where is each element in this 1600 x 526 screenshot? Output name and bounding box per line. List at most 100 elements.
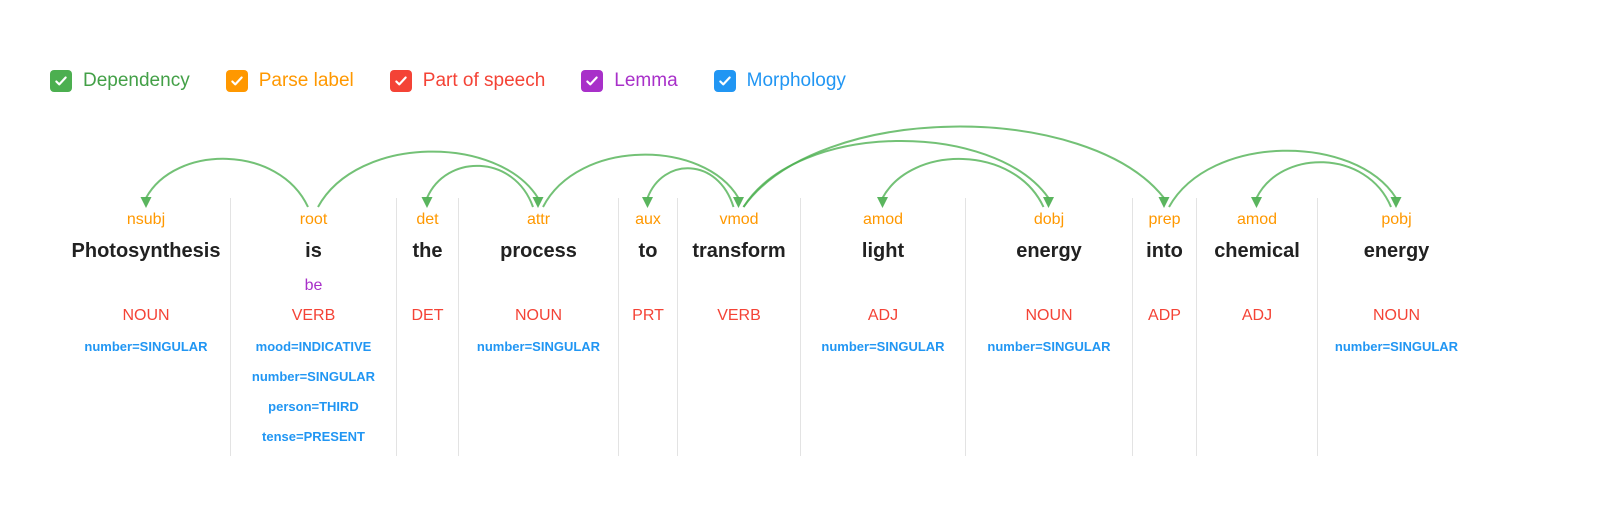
token-pos: ADP [1148,307,1181,324]
checkmark-icon [395,76,407,86]
checkmark-icon [55,76,67,86]
parse-label: amod [862,211,904,228]
token-word: is [305,240,322,262]
token-word: transform [692,240,786,262]
morphology-line: number=SINGULAR [476,339,601,354]
token-morphology [397,334,458,454]
morphology-line [966,364,1132,394]
morphology-line [678,424,800,454]
token-lemma [619,272,677,304]
morphology-line [459,394,618,424]
token-column-0: nsubj Photosynthesis NOUN number=SINGULA… [62,198,230,456]
legend: Dependency Parse label Part of speech Le… [50,70,846,92]
legend-label-morphology: Morphology [746,70,846,91]
legend-item-part-of-speech[interactable]: Part of speech [389,70,546,92]
morphology-line [619,364,677,394]
token-lemma [459,272,618,304]
legend-item-parse-label[interactable]: Parse label [225,70,354,92]
morphology-line [1318,394,1475,424]
legend-label-part-of-speech: Part of speech [422,70,546,91]
morphology-line [619,334,677,364]
token-column-3: attr process NOUN number=SINGULAR [458,198,618,456]
token-lemma [62,272,230,304]
morphology-line: tense=PRESENT [262,429,365,444]
token-morphology: number=SINGULAR [62,334,230,454]
token-pos: ADJ [867,307,899,324]
token-word: into [1146,240,1183,262]
token-pos: NOUN [1372,307,1421,324]
morphology-line [1133,394,1196,424]
checkbox-parse-label[interactable] [225,70,248,92]
morphology-line: person=THIRD [268,399,359,414]
morphology-line: number=SINGULAR [987,339,1111,354]
token-lemma [1197,272,1317,304]
morphology-line: number=SINGULAR [251,369,376,384]
legend-item-lemma[interactable]: Lemma [581,70,678,92]
morphology-line [62,394,230,424]
token-column-10: pobj energy NOUN number=SINGULAR [1317,198,1475,456]
morphology-line [619,394,677,424]
legend-label-lemma: Lemma [614,70,678,91]
parse-label: det [416,211,439,228]
token-pos: VERB [291,307,336,324]
token-pos: ADJ [1241,307,1273,324]
morphology-line [1318,424,1475,454]
token-pos: NOUN [514,307,563,324]
parse-label: vmod [719,211,759,228]
legend-item-dependency[interactable]: Dependency [50,70,190,92]
token-morphology [619,334,677,454]
token-word: chemical [1214,240,1300,262]
morphology-line: mood=INDICATIVE [255,339,372,354]
morphology-line [1197,364,1317,394]
morphology-line [397,364,458,394]
token-morphology: number=SINGULAR [1318,334,1475,454]
token-morphology: number=SINGULAR [966,334,1132,454]
morphology-line [397,424,458,454]
parse-label: aux [635,211,661,228]
token-word: Photosynthesis [71,240,221,262]
token-word: energy [1016,240,1082,262]
checkbox-part-of-speech[interactable] [389,70,412,92]
token-pos: PRT [632,307,664,324]
checkmark-icon [718,76,731,86]
morphology-line [801,394,965,424]
legend-item-morphology[interactable]: Morphology [713,70,846,92]
token-morphology [678,334,800,454]
token-word: the [412,240,443,262]
legend-label-parse-label: Parse label [258,70,354,91]
token-column-4: aux to PRT [618,198,677,456]
morphology-line [1133,364,1196,394]
token-pos: DET [411,307,444,324]
morphology-line [619,424,677,454]
token-column-2: det the DET [396,198,458,456]
token-column-1: root is be VERB mood=INDICATIVE number=S… [230,198,396,456]
token-word: to [638,240,658,262]
parse-label: attr [526,211,551,228]
token-lemma [966,272,1132,304]
morphology-line [1318,364,1475,394]
parse-label: pobj [1381,211,1412,228]
token-column-5: vmod transform VERB [677,198,800,456]
parse-label: dobj [1033,211,1065,228]
morphology-line: number=SINGULAR [1334,339,1459,354]
token-column-7: dobj energy NOUN number=SINGULAR [965,198,1132,456]
checkmark-icon [230,76,243,86]
checkbox-lemma[interactable] [581,70,604,92]
parse-label: root [299,211,328,228]
morphology-line [1133,334,1196,364]
token-morphology: number=SINGULAR [459,334,618,454]
morphology-line [678,364,800,394]
token-morphology [1133,334,1196,454]
parse-label: nsubj [126,211,166,228]
token-morphology: mood=INDICATIVE number=SINGULAR person=T… [231,334,396,454]
legend-label-dependency: Dependency [83,70,190,91]
token-morphology: number=SINGULAR [801,334,965,454]
morphology-line [966,424,1132,454]
parse-label: amod [1236,211,1278,228]
token-column-9: amod chemical ADJ [1196,198,1317,456]
token-pos: VERB [717,307,761,324]
checkbox-morphology[interactable] [713,70,736,92]
checkbox-dependency[interactable] [50,70,72,92]
parse-label: prep [1148,211,1181,228]
